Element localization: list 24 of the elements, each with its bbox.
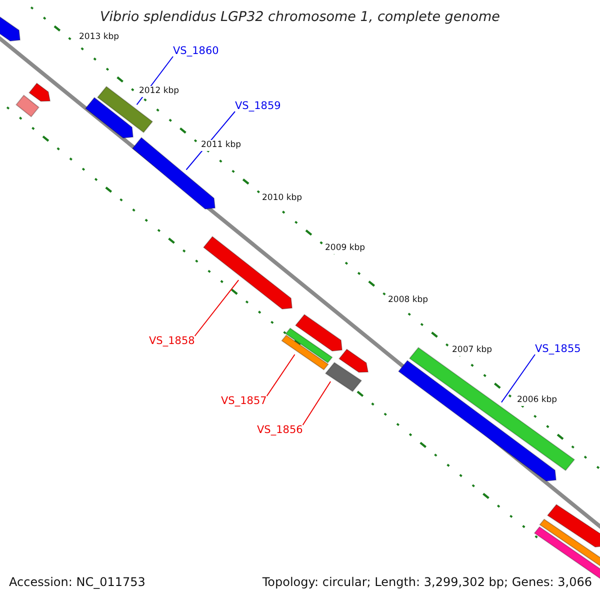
scale-label: 2013 kbp [78, 32, 120, 42]
scale-label: 2007 kbp [451, 345, 494, 356]
gene-feature [324, 362, 362, 392]
leader-line [266, 354, 296, 396]
scale-label: 2010 kbp [261, 193, 304, 204]
scale-label: 2006 kbp [516, 395, 558, 406]
leader-line [194, 280, 240, 336]
gene-label: VS_1857 [221, 396, 267, 406]
gene-label: VS_1859 [235, 101, 281, 112]
gene-label: VS_1856 [257, 425, 303, 436]
gene-label: VS_1858 [149, 336, 195, 346]
chart-title: Vibrio splendidus LGP32 chromosome 1, complete genome [99, 11, 501, 24]
scale-label: 2008 kbp [387, 295, 430, 306]
gene-label: VS_1855 [535, 344, 581, 354]
accession-text: Accession: NC_011753 [9, 576, 146, 588]
scale-label: 2012 kbp [138, 86, 180, 96]
gene-feature [202, 236, 293, 310]
leader-line [302, 381, 332, 426]
scale-label: 2011 kbp [200, 140, 242, 150]
genome-info-text: Topology: circular; Length: 3,299,302 bp; Genes: 3,066 [262, 576, 592, 588]
leader-line [500, 354, 536, 403]
gene-feature [281, 334, 329, 370]
gene-label: VS_1860 [173, 46, 219, 56]
scale-label: 2009 kbp [324, 243, 366, 254]
